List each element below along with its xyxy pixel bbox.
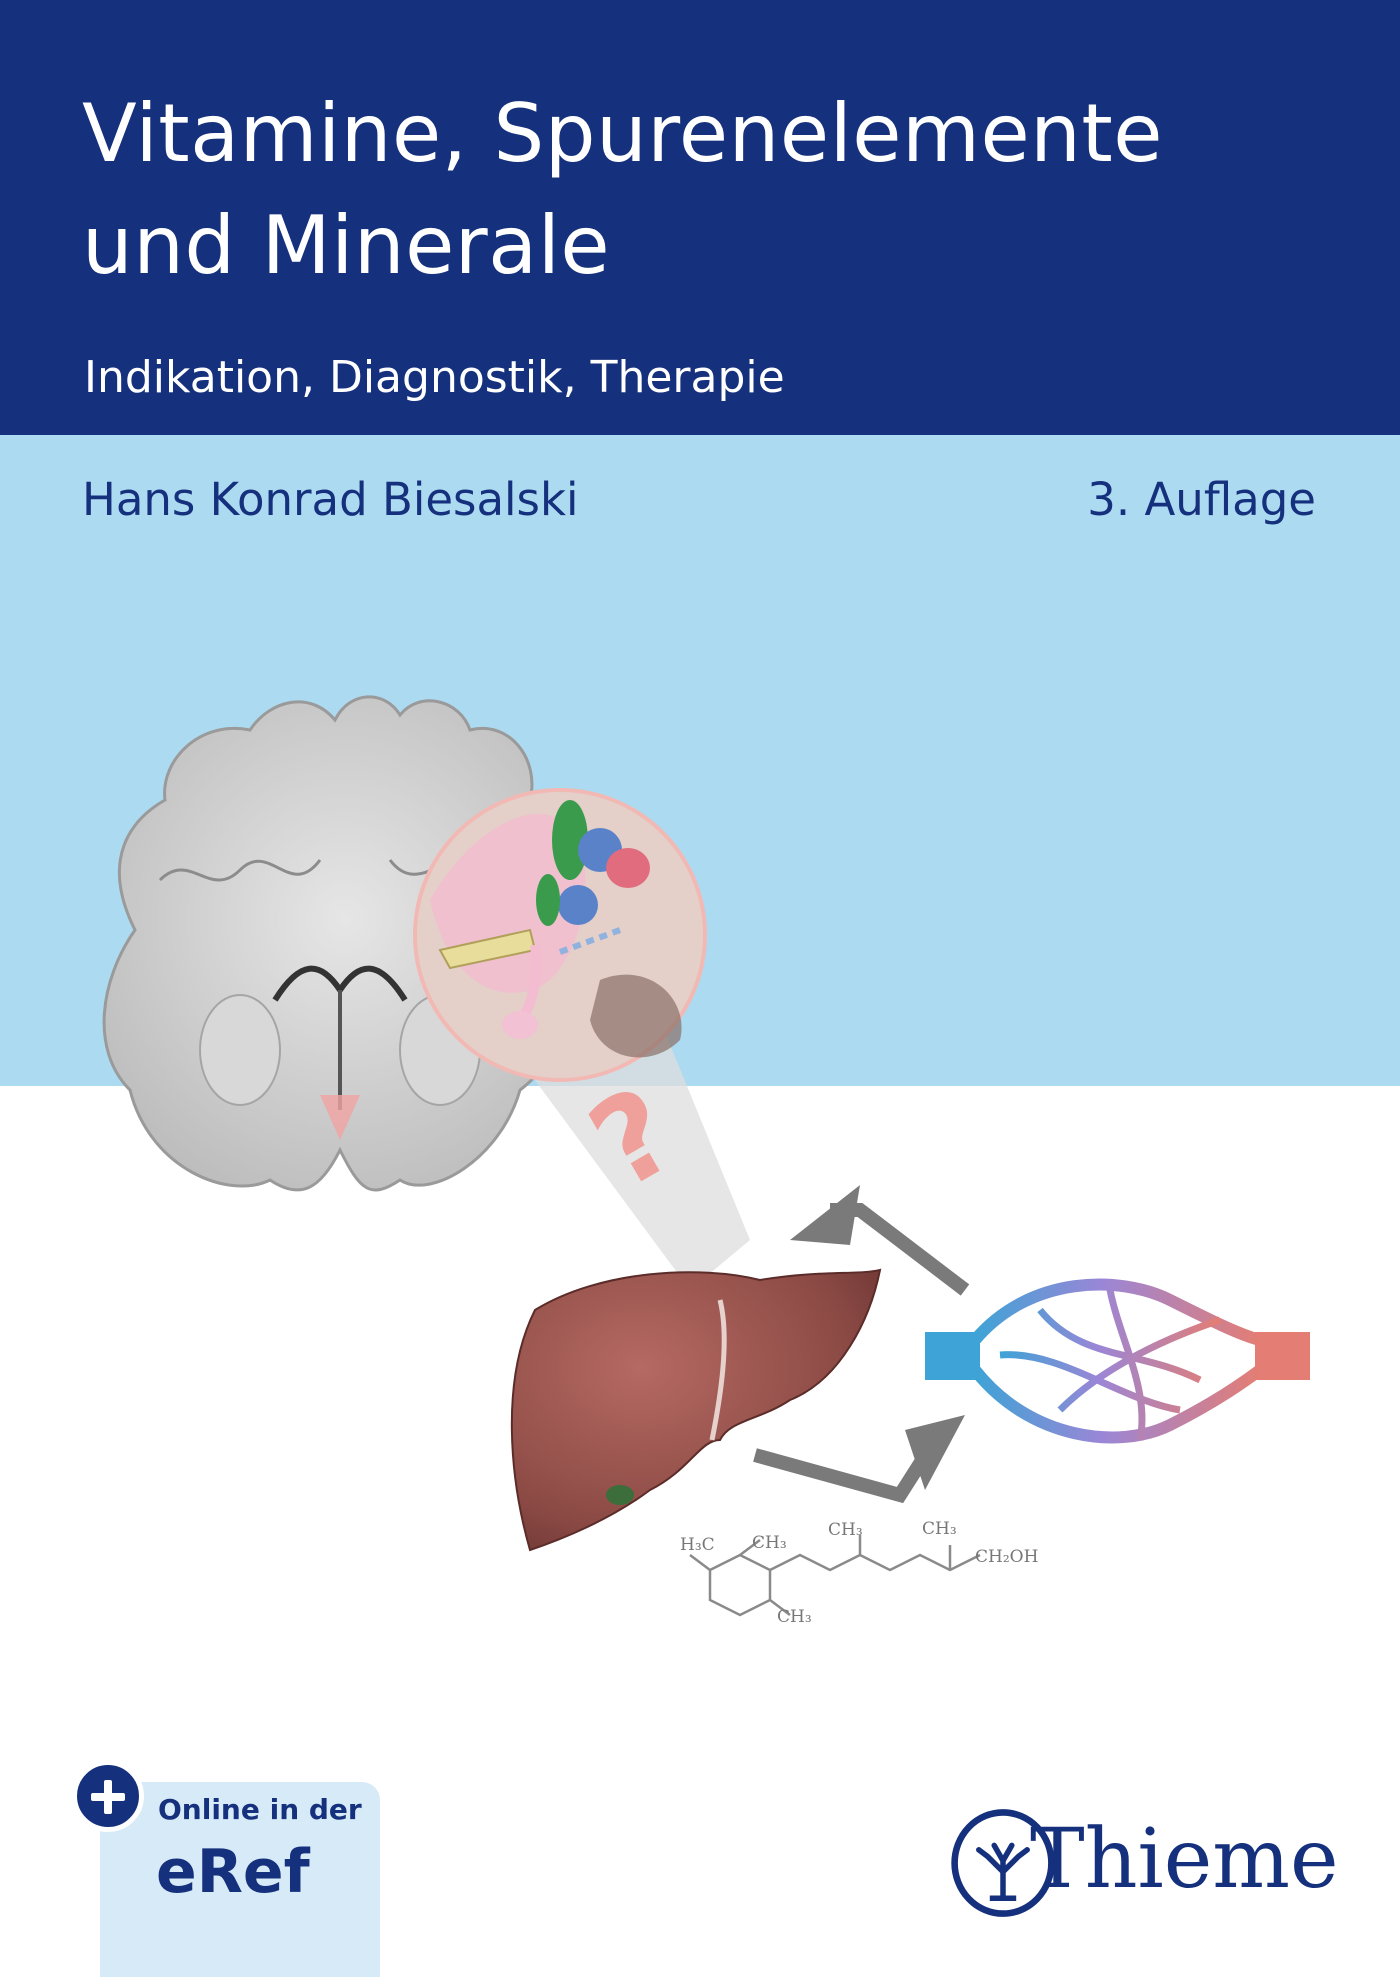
liver (510, 1268, 882, 1552)
export-arrow (753, 1436, 941, 1504)
author-name: Hans Konrad Biesalski (82, 473, 579, 526)
formula-ch3-a: CH₃ (752, 1533, 787, 1553)
formula-ch3-b: CH₃ (828, 1520, 863, 1540)
projection-beam (520, 1020, 750, 1290)
book-title: Vitamine, Spurenelemente und Minerale (82, 87, 1163, 292)
formula-ch3-c: CH₃ (922, 1519, 957, 1539)
edition-label: 3. Auflage (1087, 473, 1316, 526)
formula-ch2oh: CH₂OH (975, 1547, 1038, 1567)
plus-icon (72, 1760, 144, 1832)
eref-badge[interactable] (100, 1782, 380, 1977)
eref-label: eRef (156, 1837, 310, 1907)
tree-logo-icon (951, 1809, 1055, 1917)
cover-illustration: ? H₃C CH₃ CH₃ CH₃ CH₂OH CH₃ (102, 695, 1310, 1627)
retinol-formula (689, 1535, 981, 1617)
eref-online-label: Online in der (158, 1793, 362, 1826)
capillary-network (925, 1278, 1310, 1444)
title-band (0, 0, 1400, 435)
formula-ch3-d: CH₃ (777, 1607, 812, 1627)
book-subtitle: Indikation, Diagnostik, Therapie (84, 352, 785, 403)
publisher-name: Thieme (1030, 1812, 1339, 1907)
formula-h3c: H₃C (680, 1535, 715, 1555)
formula-labels: H₃C CH₃ CH₃ CH₃ CH₂OH CH₃ (680, 1519, 1038, 1627)
hypothalamus-detail (413, 788, 707, 1082)
